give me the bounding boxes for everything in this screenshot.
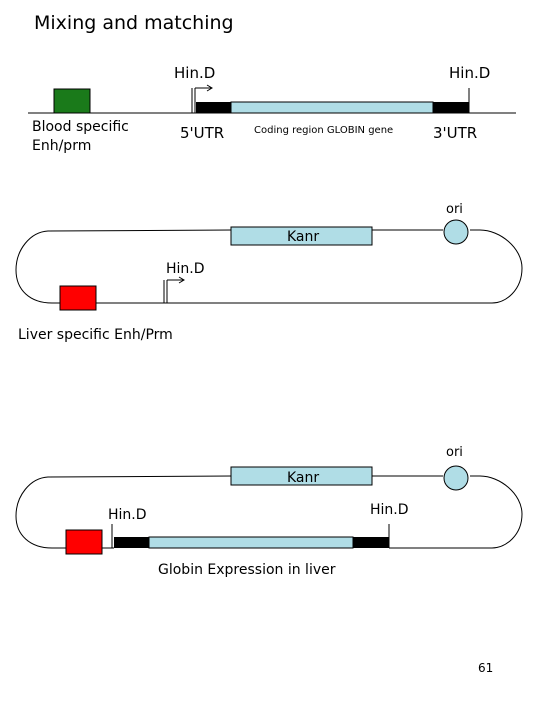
slide-title: Mixing and matching: [34, 12, 234, 34]
hind-label-left: Hin.D: [174, 64, 216, 82]
hind-label-p2-right: Hin.D: [370, 502, 409, 518]
ori-label-1: ori: [446, 202, 463, 217]
kanr-label-1: Kanr: [287, 229, 320, 245]
plasmid-1-backbone: [15, 229, 523, 304]
utr5-block: [196, 102, 231, 113]
blood-promoter-box: [53, 88, 91, 114]
coding-region-label: Coding region GLOBIN gene: [254, 125, 394, 136]
hind-label-p2-left: Hin.D: [108, 507, 147, 523]
ori-label-2: ori: [446, 445, 463, 460]
liver-promoter-label: Liver specific Enh/Prm: [18, 327, 173, 343]
coding-region-block: [230, 101, 434, 114]
utr3-label: 3'UTR: [433, 124, 478, 142]
plasmid-1: [15, 219, 523, 311]
page-number: 61: [478, 661, 494, 675]
hind-label-p1: Hin.D: [166, 261, 205, 277]
hind-label-right: Hin.D: [449, 64, 491, 82]
transcription-arrowhead-p1: [178, 276, 185, 284]
blood-promoter-label-line1: Blood specific: [32, 119, 129, 135]
transcription-arrowhead: [206, 84, 213, 92]
utr5-block-2: [114, 537, 149, 548]
liver-promoter-box-1: [59, 285, 97, 311]
kanr-box-2: [230, 466, 373, 486]
ori-circle-1: [443, 219, 469, 245]
utr5-label: 5'UTR: [180, 124, 225, 142]
plasmid-2-backbone: [15, 475, 523, 549]
globin-expression-caption: Globin Expression in liver: [158, 562, 336, 578]
liver-promoter-box-2: [65, 529, 103, 555]
plasmid-2: [15, 465, 523, 555]
coding-region-block-2: [148, 536, 354, 549]
utr3-block-2: [353, 537, 389, 548]
ori-circle-2: [443, 465, 469, 491]
utr3-block: [433, 102, 469, 113]
kanr-label-2: Kanr: [287, 470, 320, 486]
globin-construct: [28, 84, 516, 114]
kanr-box-1: [230, 226, 373, 246]
blood-promoter-label-line2: Enh/prm: [32, 138, 92, 154]
